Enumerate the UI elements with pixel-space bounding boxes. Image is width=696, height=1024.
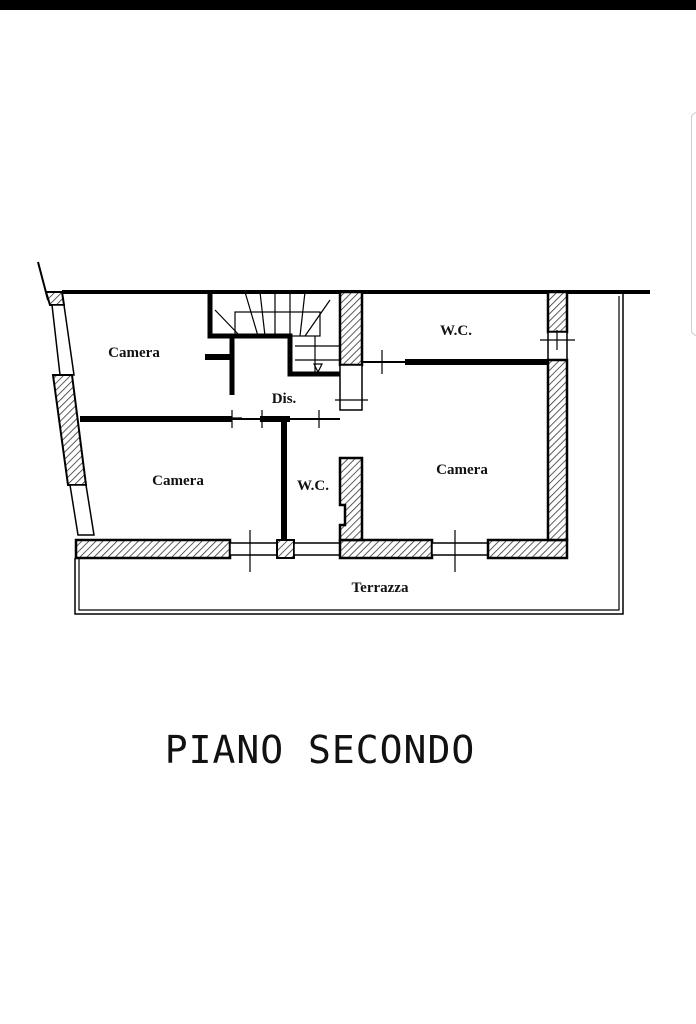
walls xyxy=(37,261,650,615)
top-status-bar xyxy=(0,0,696,10)
room-label-dis: Dis. xyxy=(272,391,297,407)
room-label-camera-top-left: Camera xyxy=(108,345,160,361)
room-label-wc-center: W.C. xyxy=(297,478,329,494)
room-label-camera-bottom-left: Camera xyxy=(152,473,204,489)
room-label-wc-top-right: W.C. xyxy=(440,323,472,339)
floor-title: PIANO SECONDO xyxy=(164,728,476,772)
room-label-terrace: Terrazza xyxy=(352,580,409,596)
room-label-camera-right: Camera xyxy=(436,462,488,478)
